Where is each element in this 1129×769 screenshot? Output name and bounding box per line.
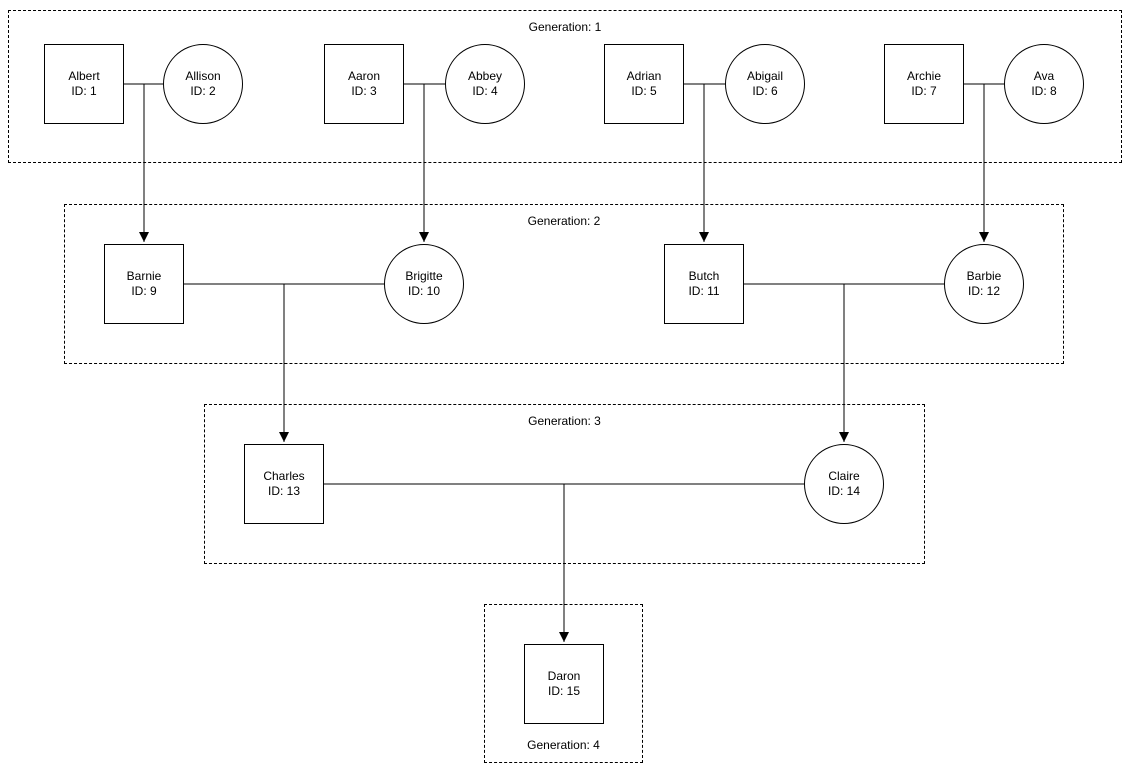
- person-node-abigail[interactable]: Abigail ID: 6: [725, 44, 805, 124]
- person-name: Albert: [68, 69, 100, 83]
- generation-1-label: Generation: 1: [528, 20, 602, 34]
- person-id: ID: 4: [472, 84, 498, 98]
- person-node-adrian[interactable]: Adrian ID: 5: [604, 44, 684, 124]
- person-name: Daron: [547, 669, 581, 683]
- person-name: Claire: [828, 469, 860, 483]
- person-node-barnie[interactable]: Barnie ID: 9: [104, 244, 184, 324]
- person-node-daron[interactable]: Daron ID: 15: [524, 644, 604, 724]
- person-name: Charles: [263, 469, 305, 483]
- person-node-butch[interactable]: Butch ID: 11: [664, 244, 744, 324]
- person-node-albert[interactable]: Albert ID: 1: [44, 44, 124, 124]
- person-node-allison[interactable]: Allison ID: 2: [163, 44, 243, 124]
- person-node-abbey[interactable]: Abbey ID: 4: [445, 44, 525, 124]
- person-name: Abigail: [746, 69, 784, 83]
- person-node-charles[interactable]: Charles ID: 13: [244, 444, 324, 524]
- person-name: Brigitte: [405, 269, 443, 283]
- person-name: Aaron: [347, 69, 381, 83]
- person-id: ID: 11: [688, 284, 720, 298]
- person-id: ID: 6: [752, 84, 778, 98]
- person-id: ID: 13: [267, 484, 300, 498]
- person-name: Ava: [1033, 69, 1055, 83]
- generation-3-label: Generation: 3: [528, 414, 601, 428]
- person-id: ID: 7: [911, 84, 937, 98]
- person-id: ID: 5: [631, 84, 657, 98]
- person-node-claire[interactable]: Claire ID: 14: [804, 444, 884, 524]
- generation-2-box: Generation: 2: [64, 204, 1064, 364]
- person-name: Barbie: [966, 269, 1002, 283]
- person-node-archie[interactable]: Archie ID: 7: [884, 44, 964, 124]
- person-name: Barnie: [126, 269, 162, 283]
- person-id: ID: 12: [967, 284, 1000, 298]
- generation-4-label: Generation: 4: [527, 738, 600, 752]
- person-name: Adrian: [626, 69, 662, 83]
- person-id: ID: 1: [71, 84, 97, 98]
- person-id: ID: 14: [827, 484, 860, 498]
- person-id: ID: 8: [1031, 84, 1057, 98]
- person-id: ID: 2: [190, 84, 216, 98]
- generation-3-box: Generation: 3: [204, 404, 925, 564]
- person-name: Allison: [185, 69, 221, 83]
- person-name: Abbey: [467, 69, 503, 83]
- person-name: Archie: [906, 69, 941, 83]
- person-node-brigitte[interactable]: Brigitte ID: 10: [384, 244, 464, 324]
- person-id: ID: 15: [547, 684, 580, 698]
- person-node-aaron[interactable]: Aaron ID: 3: [324, 44, 404, 124]
- person-id: ID: 10: [407, 284, 440, 298]
- generation-2-label: Generation: 2: [527, 214, 601, 228]
- person-id: ID: 3: [351, 84, 377, 98]
- person-id: ID: 9: [131, 284, 157, 298]
- person-name: Butch: [688, 269, 720, 283]
- generation-1-box: Generation: 1: [8, 10, 1122, 163]
- person-node-ava[interactable]: Ava ID: 8: [1004, 44, 1084, 124]
- person-node-barbie[interactable]: Barbie ID: 12: [944, 244, 1024, 324]
